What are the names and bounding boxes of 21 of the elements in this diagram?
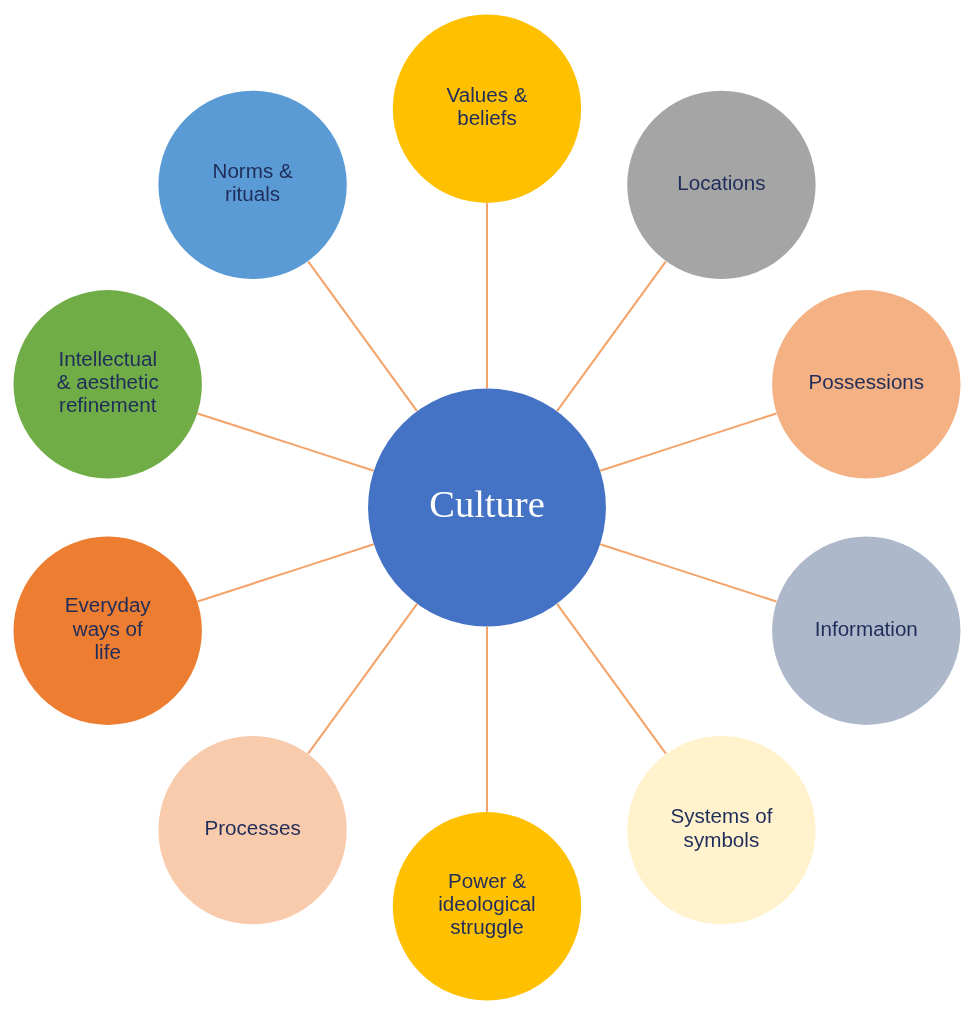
- connector: [307, 260, 418, 412]
- node-circle: Processes: [158, 735, 347, 924]
- node-circle: Norms & rituals: [158, 90, 347, 279]
- connector: [197, 542, 375, 602]
- node-circle: Everyday ways of life: [13, 536, 202, 725]
- connector: [599, 412, 777, 472]
- connector: [599, 542, 777, 602]
- node-circle: Systems of symbols: [627, 735, 816, 924]
- node-circle: Power & ideological struggle: [392, 811, 582, 1000]
- node-circle: Locations: [627, 90, 816, 279]
- connector: [556, 260, 667, 412]
- connector: [485, 626, 488, 812]
- connector: [556, 602, 667, 754]
- connector: [307, 602, 418, 754]
- node-circle: Information: [772, 536, 961, 725]
- connector: [197, 412, 375, 472]
- node-circle: Intellectual & aesthetic refinement: [13, 289, 202, 478]
- connector: [485, 202, 488, 388]
- node-circle: Culture: [368, 388, 606, 626]
- node-circle: Possessions: [772, 289, 961, 478]
- node-circle: Values & beliefs: [392, 14, 582, 203]
